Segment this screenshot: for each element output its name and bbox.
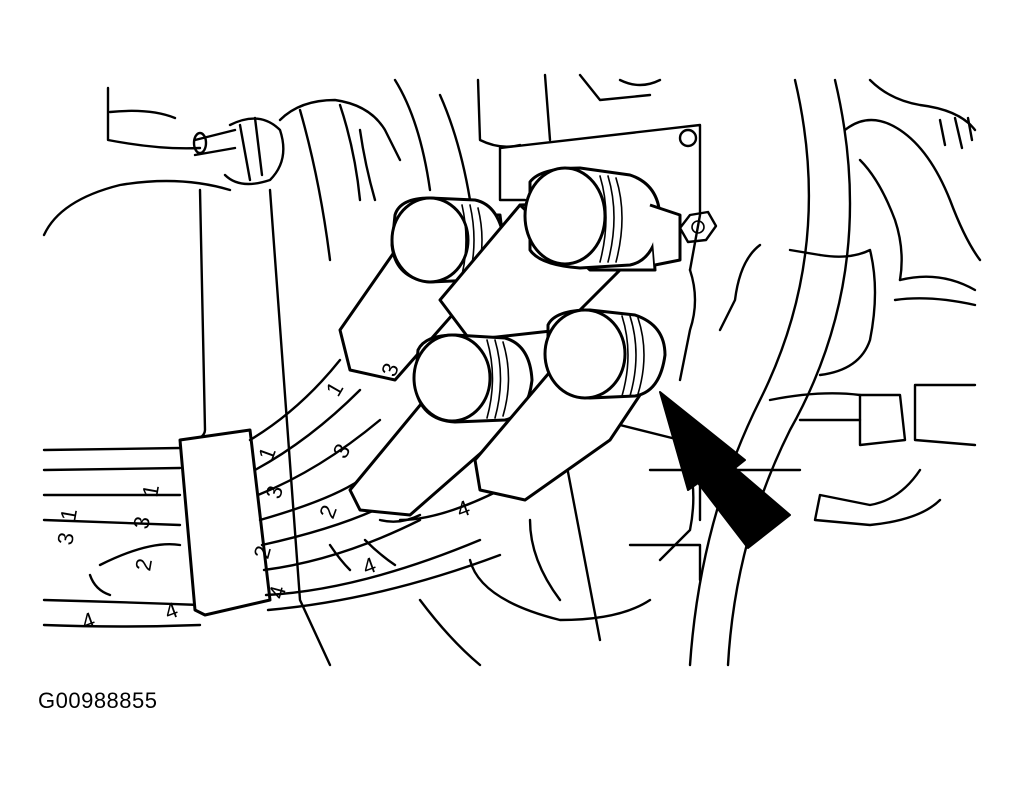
pointer-arrow [659,391,791,549]
wire-label: 4 [359,552,379,580]
coil-upper-middle [438,166,682,342]
wire-label: 1 [55,506,82,522]
wire-label: 1 [253,444,281,464]
wire-harness [42,358,502,628]
wire-label: 4 [453,495,473,523]
wire-label: 2 [130,556,157,572]
figure-id-label: G00988855 [38,688,158,713]
harness-connector [178,428,272,617]
wire-label: 3 [261,483,288,501]
coil-pack-group [338,166,682,517]
wire-label: 4 [161,597,181,625]
coil-lower-right [473,308,667,502]
wire-label: 2 [314,502,342,522]
wire-label: 3 [128,514,155,530]
wire-label: 1 [137,482,164,498]
wire-label: 3 [52,530,79,546]
wire-label: 1 [321,377,349,400]
wire-label: 4 [78,607,98,635]
coil-front [348,333,534,517]
